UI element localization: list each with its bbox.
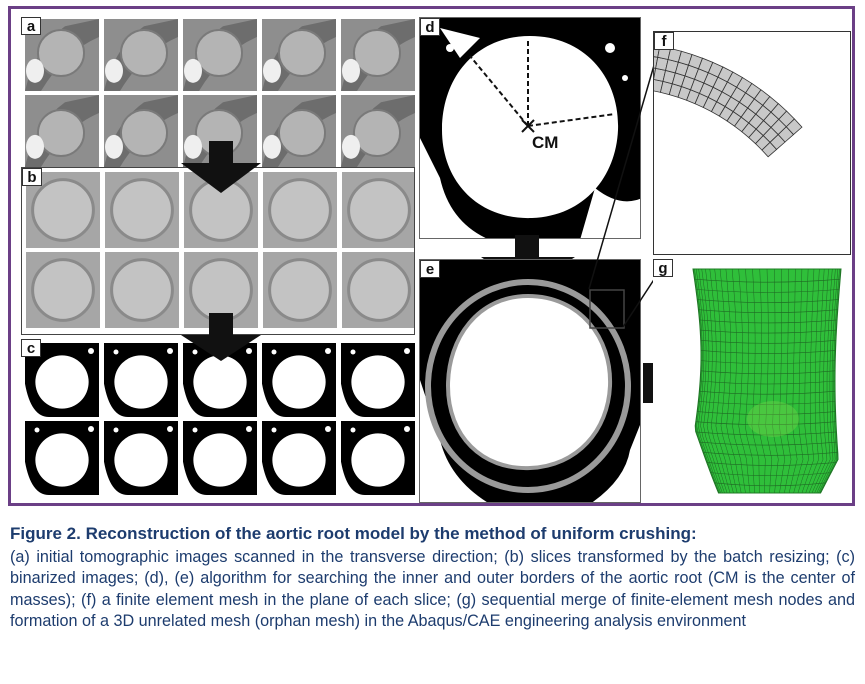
panel-label-f: f — [654, 32, 674, 50]
panel-label-g: g — [653, 259, 673, 277]
boundary-slice-e — [420, 260, 640, 502]
resized-tile — [263, 172, 337, 248]
binary-tile — [104, 343, 178, 417]
ct-tile — [262, 95, 336, 167]
caption-body: (a) initial tomographic images scanned i… — [10, 547, 855, 631]
panel-e: e — [419, 259, 641, 503]
ct-tile — [104, 19, 178, 91]
ct-tile — [341, 19, 415, 91]
resized-tile — [105, 172, 179, 248]
figure-caption: Figure 2. Reconstruction of the aortic r… — [10, 523, 855, 633]
aortic-root-3d-mesh — [692, 268, 842, 494]
resized-tile — [184, 172, 258, 248]
ct-tile — [25, 95, 99, 167]
figure-frame: a b c — [8, 6, 855, 506]
resized-tile — [263, 252, 337, 328]
resized-tile — [105, 252, 179, 328]
binary-tile — [183, 343, 257, 417]
ct-tile — [25, 19, 99, 91]
panel-label-a: a — [21, 17, 41, 35]
panel-label-e: e — [420, 260, 440, 278]
resized-tile — [342, 172, 414, 248]
mesh-element — [785, 118, 803, 136]
binary-tile — [341, 343, 415, 417]
panel-label-c: c — [21, 339, 41, 357]
binary-tile — [262, 421, 336, 495]
cm-label: CM — [532, 133, 558, 152]
resized-tile — [342, 252, 414, 328]
binary-tile — [262, 343, 336, 417]
binary-tile — [25, 343, 99, 417]
binary-tile — [183, 421, 257, 495]
ct-tile — [262, 19, 336, 91]
panel-label-d: d — [420, 18, 440, 36]
panel-d: CM d — [419, 17, 641, 239]
panel-label-b: b — [22, 168, 42, 186]
ct-tile — [183, 95, 257, 167]
arrow-down-icon — [181, 313, 261, 361]
panel-a: a — [21, 17, 415, 173]
ct-tile — [104, 95, 178, 167]
resized-tile — [26, 252, 100, 328]
binary-slice-d: CM — [420, 18, 640, 238]
binary-tile — [341, 421, 415, 495]
arrows-a-b-c — [181, 141, 261, 361]
panel-g: g — [653, 259, 851, 503]
panel-f: f — [653, 31, 851, 255]
caption-title: Figure 2. Reconstruction of the aortic r… — [10, 524, 697, 543]
zoom-lines — [588, 54, 658, 328]
panel-c: c — [21, 339, 415, 499]
cm-marker-icon — [521, 119, 535, 133]
binary-tile — [25, 421, 99, 495]
arrow-down-icon — [181, 141, 261, 193]
slice-mesh-f — [654, 44, 803, 158]
ct-tile — [183, 19, 257, 91]
ct-tile — [341, 95, 415, 167]
binary-tile — [104, 421, 178, 495]
